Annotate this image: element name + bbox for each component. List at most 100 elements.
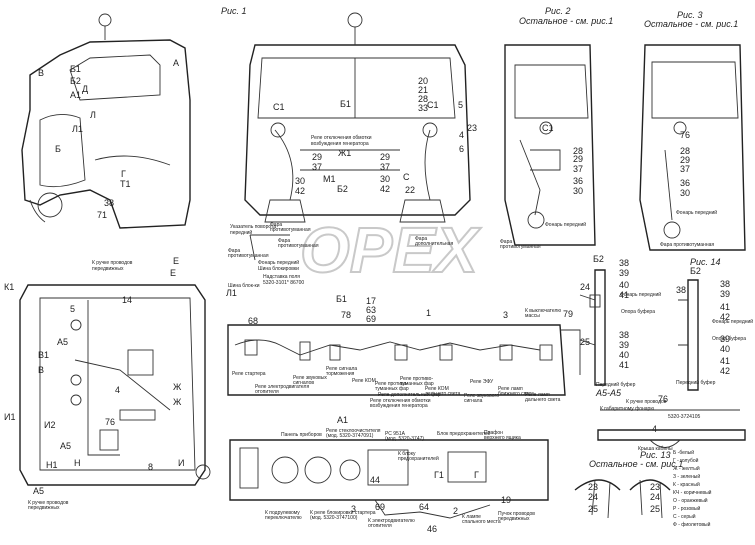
legend-item: К - красный	[673, 481, 700, 488]
label-fig2-c1: С1	[542, 123, 554, 133]
label-b2r-38-side: 38	[676, 285, 686, 295]
label-a5-4: 4	[652, 424, 657, 434]
label-b2l-24: 24	[580, 282, 590, 292]
label-fig1-33: 33	[418, 103, 428, 113]
label-fig2-30: 30	[573, 186, 583, 196]
label-board-fog2: туманных фар	[400, 381, 434, 387]
label-board-aux: Реле дополнительных фар	[378, 392, 441, 398]
fig2-view	[504, 44, 596, 246]
label-panel-3: 3	[351, 504, 356, 514]
label-board-signal: Реле сигнала	[326, 366, 357, 372]
label-plan-i: И	[178, 458, 184, 468]
label-fig3-36: 36	[680, 178, 690, 188]
label-b2r-title: Б2	[690, 266, 701, 276]
label-panel-steer: К подрулевому	[265, 510, 300, 516]
label-panel-64: 64	[419, 502, 429, 512]
label-b2r-38: 38	[720, 279, 730, 289]
fig3-note: Остальное - см. рис.1	[644, 19, 738, 29]
label-panel-44: 44	[370, 475, 380, 485]
label-fig1-b1: Б1	[340, 99, 351, 109]
label-fig1-c: С	[403, 172, 410, 182]
label-panel-lamp2: спального места	[462, 519, 501, 525]
label-fig1-turn-ind: Указатель поворота	[230, 224, 276, 230]
label-fig2-36: 36	[573, 176, 583, 186]
relay-board	[227, 324, 581, 396]
fig13-view	[574, 479, 671, 519]
label-panel-relay2: (мод. 5320-3747091)	[326, 433, 374, 439]
fig2-title: Рис. 2	[545, 6, 571, 16]
label-panel-block2: предохранителей	[398, 455, 439, 462]
label-plan-5: 5	[70, 304, 75, 314]
label-fig1-aux-lamp2: дополнительная	[415, 241, 453, 247]
label-a5-part: 5320-3724105	[668, 414, 700, 420]
legend-item: З - зеленый	[673, 473, 700, 480]
label-fig2-29: 29	[573, 154, 583, 164]
label-fig2-fog2: противотуманная	[500, 244, 541, 250]
label-b: Б	[55, 144, 61, 154]
label-b2r-41b: 41	[720, 356, 730, 366]
label-b2l-bumper: Передний буфер	[596, 381, 636, 388]
label-b2l-40: 40	[619, 280, 629, 290]
label-panel-g: Г	[474, 470, 479, 480]
label-b2l-39: 39	[619, 268, 629, 278]
label-panel-power2: отопителя	[368, 523, 392, 529]
label-board-pto2: туманных фар	[375, 386, 409, 392]
label-panel-lock: К реле блокировки стартера	[310, 510, 376, 516]
label-panel-rs: РС 951А	[385, 431, 406, 437]
label-board-1: 1	[426, 308, 431, 318]
label-b2r-42: 42	[720, 312, 730, 322]
b2-view-right	[678, 279, 699, 391]
label-a5-76: 76	[658, 394, 668, 404]
label-panel-46: 46	[427, 524, 437, 534]
label-f13-25: 25	[588, 504, 598, 514]
label-71: 71	[97, 210, 107, 220]
label-b2r-40: 40	[720, 344, 730, 354]
label-fig1-socket: Фара	[228, 248, 240, 254]
label-fig3-76: 76	[680, 130, 690, 140]
label-fig1-relay-note: Реле отключения обмотки	[311, 135, 372, 141]
label-plan-handle-bottom: К ручке проводов	[28, 500, 69, 506]
legend-item: КЧ - коричневый	[673, 489, 712, 496]
label-board-heater: Реле электродвигателя	[255, 384, 309, 390]
label-board-green2: сигнала	[464, 398, 483, 404]
label-board-kom2b: дальнего света	[425, 391, 461, 397]
label-fig1-left-circle: Л1	[226, 288, 237, 298]
label-plan-i1: И1	[4, 412, 15, 422]
label-panel-start: Пучок проводов	[498, 511, 535, 517]
label-fig3-28: 28	[680, 146, 690, 156]
label-board-ebd: Реле ЭФУ	[470, 379, 494, 385]
label-fig1-42-right: 42	[380, 184, 390, 194]
label-panel-a1: А1	[337, 415, 348, 425]
label-plan-8: 8	[148, 462, 153, 472]
fig1-title: Рис. 1	[221, 6, 247, 16]
label-b2l-bracket: Опора буфера	[621, 309, 655, 315]
label-plan-n1: Н1	[46, 460, 58, 470]
label-plan-v: В	[38, 365, 44, 375]
fig13-note: Остальное - см. рис.1	[589, 459, 683, 469]
label-b2r-41: 41	[720, 302, 730, 312]
cab-plan-view	[19, 284, 211, 486]
label-a: А	[173, 58, 179, 68]
label-b2l-38b: 38	[619, 330, 629, 340]
label-board-brake2: сигналов	[293, 380, 314, 386]
label-b2l-38: 38	[619, 258, 629, 268]
legend-item: Ж - желтый	[673, 465, 700, 472]
fig3-view	[639, 44, 746, 251]
label-f13-23: 23	[588, 482, 598, 492]
label-fig1-42-left: 42	[295, 186, 305, 196]
label-panel-lock2: (мод. 5320-3747100)	[310, 515, 358, 521]
label-a1: А1	[70, 90, 81, 100]
label-plan-a5-bottom: А5	[33, 486, 44, 496]
instrument-panel	[229, 439, 549, 519]
label-fig1-c1-left: С1	[273, 102, 285, 112]
legend-item: С - серый	[673, 513, 696, 520]
label-panel-lamp: К лампе	[462, 514, 481, 520]
label-fig1-socket2: противотуманная	[228, 253, 269, 259]
fig3-title: Рис. 3	[677, 10, 703, 20]
label-panel-dash: Панель приборов	[281, 432, 322, 438]
label-board-69: 69	[366, 314, 376, 324]
label-a5-title: А5-А5	[595, 388, 622, 398]
label-fig1-b2: Б2	[337, 184, 348, 194]
label-t1: Т1	[120, 179, 131, 189]
